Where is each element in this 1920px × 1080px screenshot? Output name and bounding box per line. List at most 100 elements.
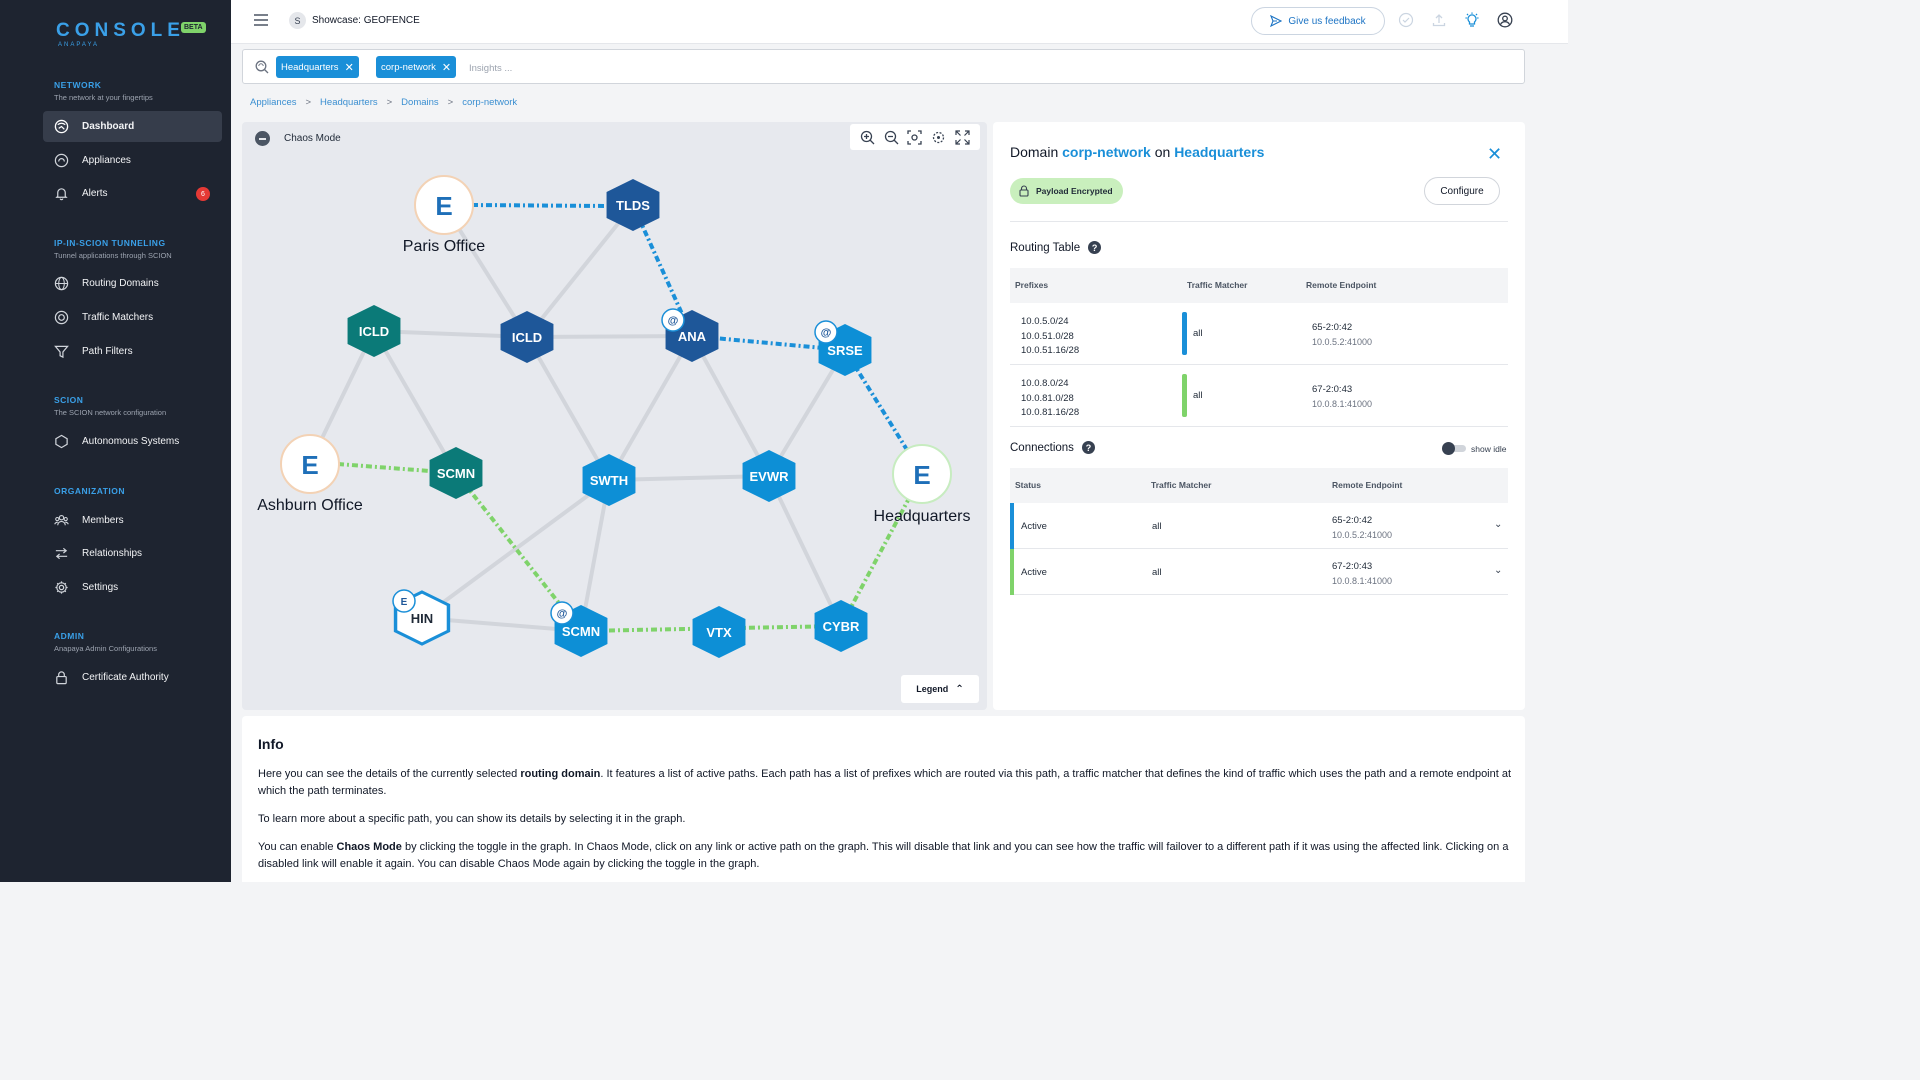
sidebar-item-appliances[interactable]: Appliances — [43, 145, 222, 176]
fullscreen-icon[interactable] — [955, 129, 970, 145]
sidebar-item-relationships[interactable]: Relationships — [43, 538, 222, 569]
chaos-mode-toggle[interactable] — [255, 131, 270, 146]
zoom-out-icon[interactable] — [884, 130, 899, 145]
close-icon[interactable]: ✕ — [344, 61, 354, 74]
chevron-down-icon[interactable]: ⌄ — [1494, 565, 1503, 576]
node-srse[interactable]: SRSE @ — [814, 320, 872, 376]
section-title: SCION — [54, 395, 84, 405]
node-scmn-teal[interactable]: SCMN — [429, 447, 483, 499]
link[interactable] — [471, 203, 608, 208]
node-evwr[interactable]: EVWR — [742, 450, 796, 502]
node-paris-office[interactable]: E Paris Office — [403, 175, 486, 255]
node-label: Headquarters — [874, 508, 971, 525]
sidebar-item-certificate-authority[interactable]: Certificate Authority — [43, 662, 222, 693]
node-scmn-blue[interactable]: SCMN @ — [550, 601, 608, 657]
node-ana[interactable]: ANA @ — [661, 308, 719, 362]
check-circle-icon[interactable] — [1398, 12, 1414, 28]
sidebar-item-members[interactable]: Members — [43, 505, 222, 536]
close-icon[interactable]: ✕ — [1487, 144, 1503, 164]
sidebar-item-routing-domains[interactable]: Routing Domains — [43, 268, 222, 299]
network-graph[interactable]: TLDS ICLD ICLD ANA @ SRSE @ SCMN SWT — [242, 122, 987, 710]
node-label: SCMN — [562, 624, 600, 639]
link[interactable] — [607, 335, 694, 481]
upload-icon[interactable] — [1431, 12, 1447, 28]
office-icon: E — [913, 460, 930, 490]
breadcrumb-item[interactable]: corp-network — [462, 97, 518, 108]
show-idle-toggle[interactable] — [1442, 442, 1468, 455]
link[interactable] — [372, 329, 458, 475]
breadcrumb-item[interactable]: Headquarters — [320, 97, 378, 108]
link[interactable] — [767, 475, 843, 627]
node-vtx[interactable]: VTX — [692, 606, 746, 658]
column-header: Prefixes — [1015, 280, 1049, 290]
console-logo[interactable]: CONSOLE ANAPAYA — [56, 20, 185, 48]
search-input[interactable] — [469, 58, 769, 78]
node-tlds[interactable]: TLDS — [606, 179, 660, 231]
domain-link[interactable]: corp-network — [1062, 144, 1151, 160]
configure-button[interactable]: Configure — [1424, 177, 1500, 205]
sidebar-item-dashboard[interactable]: Dashboard — [43, 111, 222, 142]
info-paragraph: Here you can see the details of the curr… — [258, 766, 1513, 800]
zoom-in-icon[interactable] — [860, 130, 875, 145]
table-row[interactable]: Active all 65-2:0:42 10.0.5.2:41000 ⌄ — [1010, 503, 1508, 549]
node-cybr[interactable]: CYBR — [814, 600, 868, 652]
filter-chip-corp-network[interactable]: corp-network ✕ — [376, 56, 457, 78]
prefix-list: 10.0.5.0/24 10.0.51.0/28 10.0.51.16/28 — [1021, 315, 1079, 359]
node-label: CYBR — [823, 619, 860, 634]
link[interactable] — [767, 348, 847, 478]
sidebar-item-label: Routing Domains — [82, 278, 159, 289]
filter-chip-headquarters[interactable]: Headquarters ✕ — [276, 56, 359, 78]
sidebar-item-autonomous-systems[interactable]: Autonomous Systems — [43, 426, 222, 457]
table-row[interactable]: Active all 67-2:0:43 10.0.8.1:41000 ⌄ — [1010, 549, 1508, 595]
sidebar-item-path-filters[interactable]: Path Filters — [43, 336, 222, 367]
breadcrumb-item[interactable]: Domains — [401, 97, 439, 108]
user-account-icon[interactable] — [1497, 12, 1513, 28]
inactive-links — [308, 203, 847, 633]
link[interactable] — [454, 471, 583, 633]
node-icld-blue[interactable]: ICLD — [500, 311, 554, 363]
sidebar-item-alerts[interactable]: Alerts 6 — [43, 178, 222, 209]
help-icon[interactable]: ? — [1081, 441, 1095, 454]
text: by clicking the toggle in the graph. In … — [258, 841, 1509, 870]
node-icld-teal[interactable]: ICLD — [347, 305, 401, 357]
link[interactable] — [631, 204, 694, 337]
breadcrumb: Appliances > Headquarters > Domains > co… — [250, 97, 517, 108]
graph-canvas[interactable]: TLDS ICLD ICLD ANA @ SRSE @ SCMN SWT — [242, 122, 987, 710]
link[interactable] — [526, 334, 693, 339]
sidebar-item-traffic-matchers[interactable]: Traffic Matchers — [43, 302, 222, 333]
node-ashburn-office[interactable]: E Ashburn Office — [257, 434, 363, 514]
center-focus-icon[interactable] — [931, 130, 946, 145]
close-icon[interactable]: ✕ — [441, 61, 452, 74]
appliance-icon — [54, 153, 69, 168]
node-hin[interactable]: HIN E — [392, 589, 451, 646]
prefix-list: 10.0.8.0/24 10.0.81.0/28 10.0.81.16/28 — [1021, 377, 1079, 421]
endpoint-ia: 67-2:0:43 — [1332, 561, 1373, 572]
target-icon — [54, 310, 69, 325]
chevron-down-icon[interactable]: ⌄ — [1494, 519, 1503, 530]
breadcrumb-item[interactable]: Appliances — [250, 97, 297, 108]
help-icon[interactable]: ? — [1088, 241, 1102, 254]
workspace-avatar[interactable]: S — [289, 12, 306, 29]
link[interactable] — [525, 203, 635, 339]
link[interactable] — [420, 478, 611, 620]
legend-button[interactable]: Legend ⌃ — [901, 675, 979, 703]
menu-icon[interactable] — [254, 14, 268, 26]
lightbulb-icon[interactable] — [1464, 12, 1480, 28]
link[interactable] — [525, 336, 611, 481]
feedback-button[interactable]: Give us feedback — [1251, 7, 1385, 35]
table-row[interactable]: 10.0.8.0/24 10.0.81.0/28 10.0.81.16/28 a… — [1010, 365, 1508, 427]
workspace-title[interactable]: Showcase: GEOFENCE — [312, 15, 420, 26]
site-link[interactable]: Headquarters — [1174, 144, 1265, 160]
table-row[interactable]: 10.0.5.0/24 10.0.51.0/28 10.0.51.16/28 a… — [1010, 303, 1508, 365]
link[interactable] — [608, 474, 770, 482]
section-subtitle: Tunnel applications through SCION — [54, 251, 172, 260]
link[interactable] — [579, 479, 611, 632]
link[interactable] — [690, 335, 771, 477]
node-swth[interactable]: SWTH — [582, 454, 636, 506]
table-header: Status Traffic Matcher Remote Endpoint — [1010, 468, 1508, 503]
node-headquarters[interactable]: E Headquarters — [874, 444, 971, 525]
sidebar-item-settings[interactable]: Settings — [43, 572, 222, 603]
fit-view-icon[interactable] — [907, 129, 923, 145]
chip-label: Headquarters — [281, 61, 339, 73]
text-bold: Chaos Mode — [336, 841, 402, 853]
